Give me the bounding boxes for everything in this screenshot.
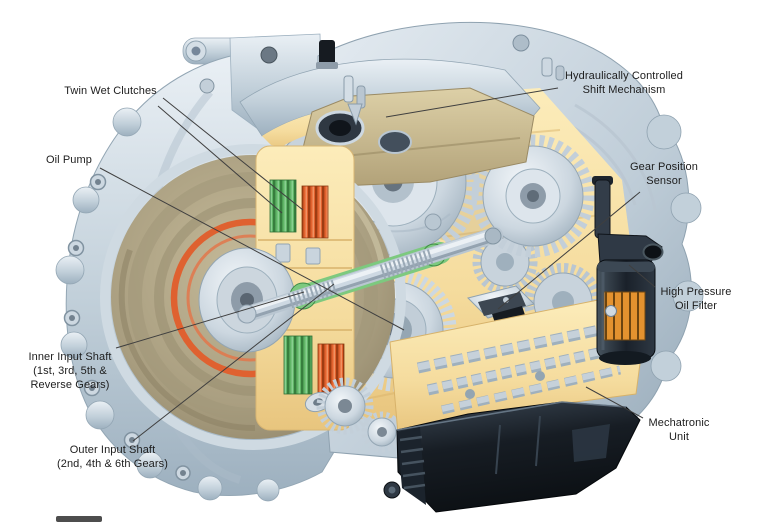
- flange-bumps: [55, 107, 280, 502]
- label-gear-position-sensor: Gear Position Sensor: [630, 161, 698, 187]
- leader-twin-wet-clutches-a: [157, 105, 283, 214]
- leader-lines: [99, 87, 656, 442]
- top-bolt: [260, 46, 278, 64]
- clutch-spring-2: [305, 247, 321, 265]
- leader-shift-mechanism: [385, 87, 559, 118]
- leader-oil-pump: [99, 167, 405, 331]
- label-shift-mechanism: Hydraulically Controlled Shift Mechanism: [565, 70, 683, 96]
- input-shafts: [237, 227, 503, 324]
- label-twin-wet-clutches: Twin Wet Clutches: [64, 85, 157, 97]
- shift-drum-2: [378, 130, 412, 154]
- leader-oil-filter: [628, 264, 656, 288]
- clutch-pack-orange-upper: [301, 185, 329, 239]
- watermark-fragment: [56, 516, 102, 522]
- leader-mechatronic-unit: [585, 386, 644, 419]
- oil-filter: [592, 176, 664, 365]
- upper-right-gear: [471, 134, 595, 258]
- sensor-body: [478, 292, 526, 316]
- label-oil-pump: Oil Pump: [45, 154, 93, 166]
- spline-section: [287, 279, 338, 309]
- leader-outer-input-shaft: [132, 283, 335, 442]
- label-mechatronic-unit: Mechatronic Unit: [648, 417, 710, 443]
- leader-inner-input-shaft: [115, 291, 305, 349]
- label-outer-input-shaft: Outer Input Shaft (2nd, 4th & 6th Gears): [56, 444, 169, 470]
- hub: [198, 247, 296, 353]
- clutch-spring: [275, 243, 291, 263]
- case-bolt: [512, 34, 530, 52]
- mechatronic-unit: [383, 401, 641, 513]
- leader-twin-wet-clutches-b: [162, 97, 304, 211]
- drum-rim: [100, 144, 406, 450]
- filter-port: [642, 243, 664, 261]
- gear-position-sensor: [467, 285, 535, 326]
- shaft-tip: [237, 304, 257, 324]
- case-scallops: [646, 114, 704, 382]
- leader-gear-position-sensor: [497, 191, 641, 310]
- label-inner-input-shaft: Inner Input Shaft (1st, 3rd, 5th & Rever…: [28, 351, 112, 391]
- breather-knob: [319, 40, 335, 65]
- filter-stem: [594, 179, 611, 239]
- case-stud: [541, 57, 553, 77]
- shift-mechanism: [260, 40, 535, 187]
- solenoid-pin: [343, 75, 354, 103]
- flange-bolts: [63, 173, 191, 481]
- clutch-pack-green-lower: [283, 335, 313, 395]
- valve-body: [389, 299, 643, 435]
- label-high-pressure-oil-filter: High Pressure Oil Filter: [660, 286, 732, 312]
